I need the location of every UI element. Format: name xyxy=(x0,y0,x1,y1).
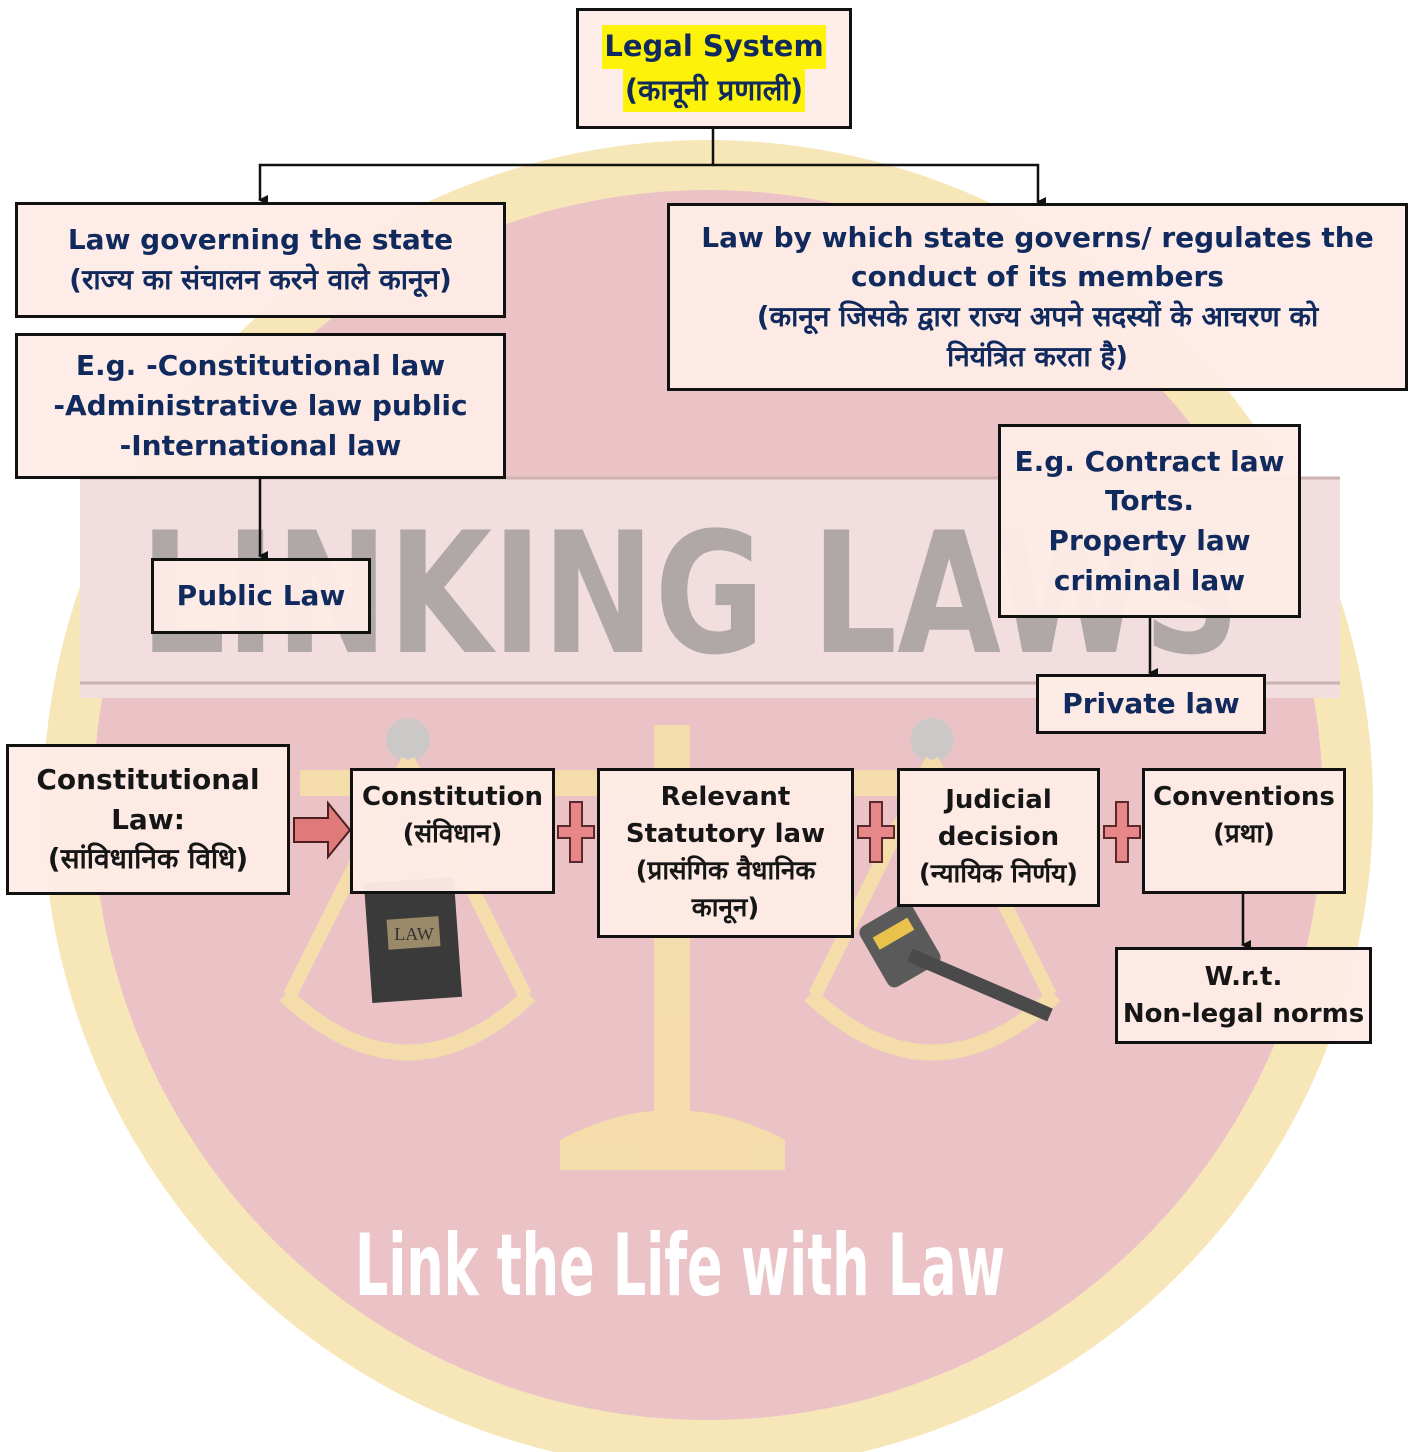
gavel-icon xyxy=(859,902,1053,1022)
plus-icon xyxy=(1103,801,1141,863)
public-law-node: Public Law xyxy=(151,558,371,634)
non-legal-norms-node: W.r.t. Non-legal norms xyxy=(1115,947,1372,1044)
legal-system-node: Legal System (कानूनी प्रणाली) xyxy=(576,8,852,129)
conventions-node: Conventions (प्रथा) xyxy=(1142,768,1346,894)
law-state-governs-node: Law by which state governs/ regulates th… xyxy=(667,203,1408,391)
private-law-node: Private law xyxy=(1036,674,1266,734)
statutory-law-node: Relevant Statutory law (प्रासंगिक वैधानि… xyxy=(597,768,854,938)
plus-icon xyxy=(557,801,595,863)
judicial-decision-node: Judicial decision (न्यायिक निर्णय) xyxy=(897,768,1100,907)
legal-system-subtitle: (कानूनी प्रणाली) xyxy=(622,68,806,112)
constitutional-law-node: Constitutional Law: (सांविधानिक विधि) xyxy=(6,744,290,895)
public-law-examples-node: E.g. -Constitutional law -Administrative… xyxy=(15,333,506,479)
constitution-node: Constitution (संविधान) xyxy=(350,768,555,894)
law-governing-state-node: Law governing the state (राज्य का संचालन… xyxy=(15,202,506,318)
legal-system-title: Legal System xyxy=(602,25,826,69)
law-book-icon: LAW xyxy=(363,877,463,1003)
private-law-examples-node: E.g. Contract law Torts. Property law cr… xyxy=(998,424,1301,618)
svg-text:LAW: LAW xyxy=(394,924,434,944)
plus-icon xyxy=(857,801,895,863)
watermark-tagline: Link the Life with Law xyxy=(355,1216,1005,1316)
